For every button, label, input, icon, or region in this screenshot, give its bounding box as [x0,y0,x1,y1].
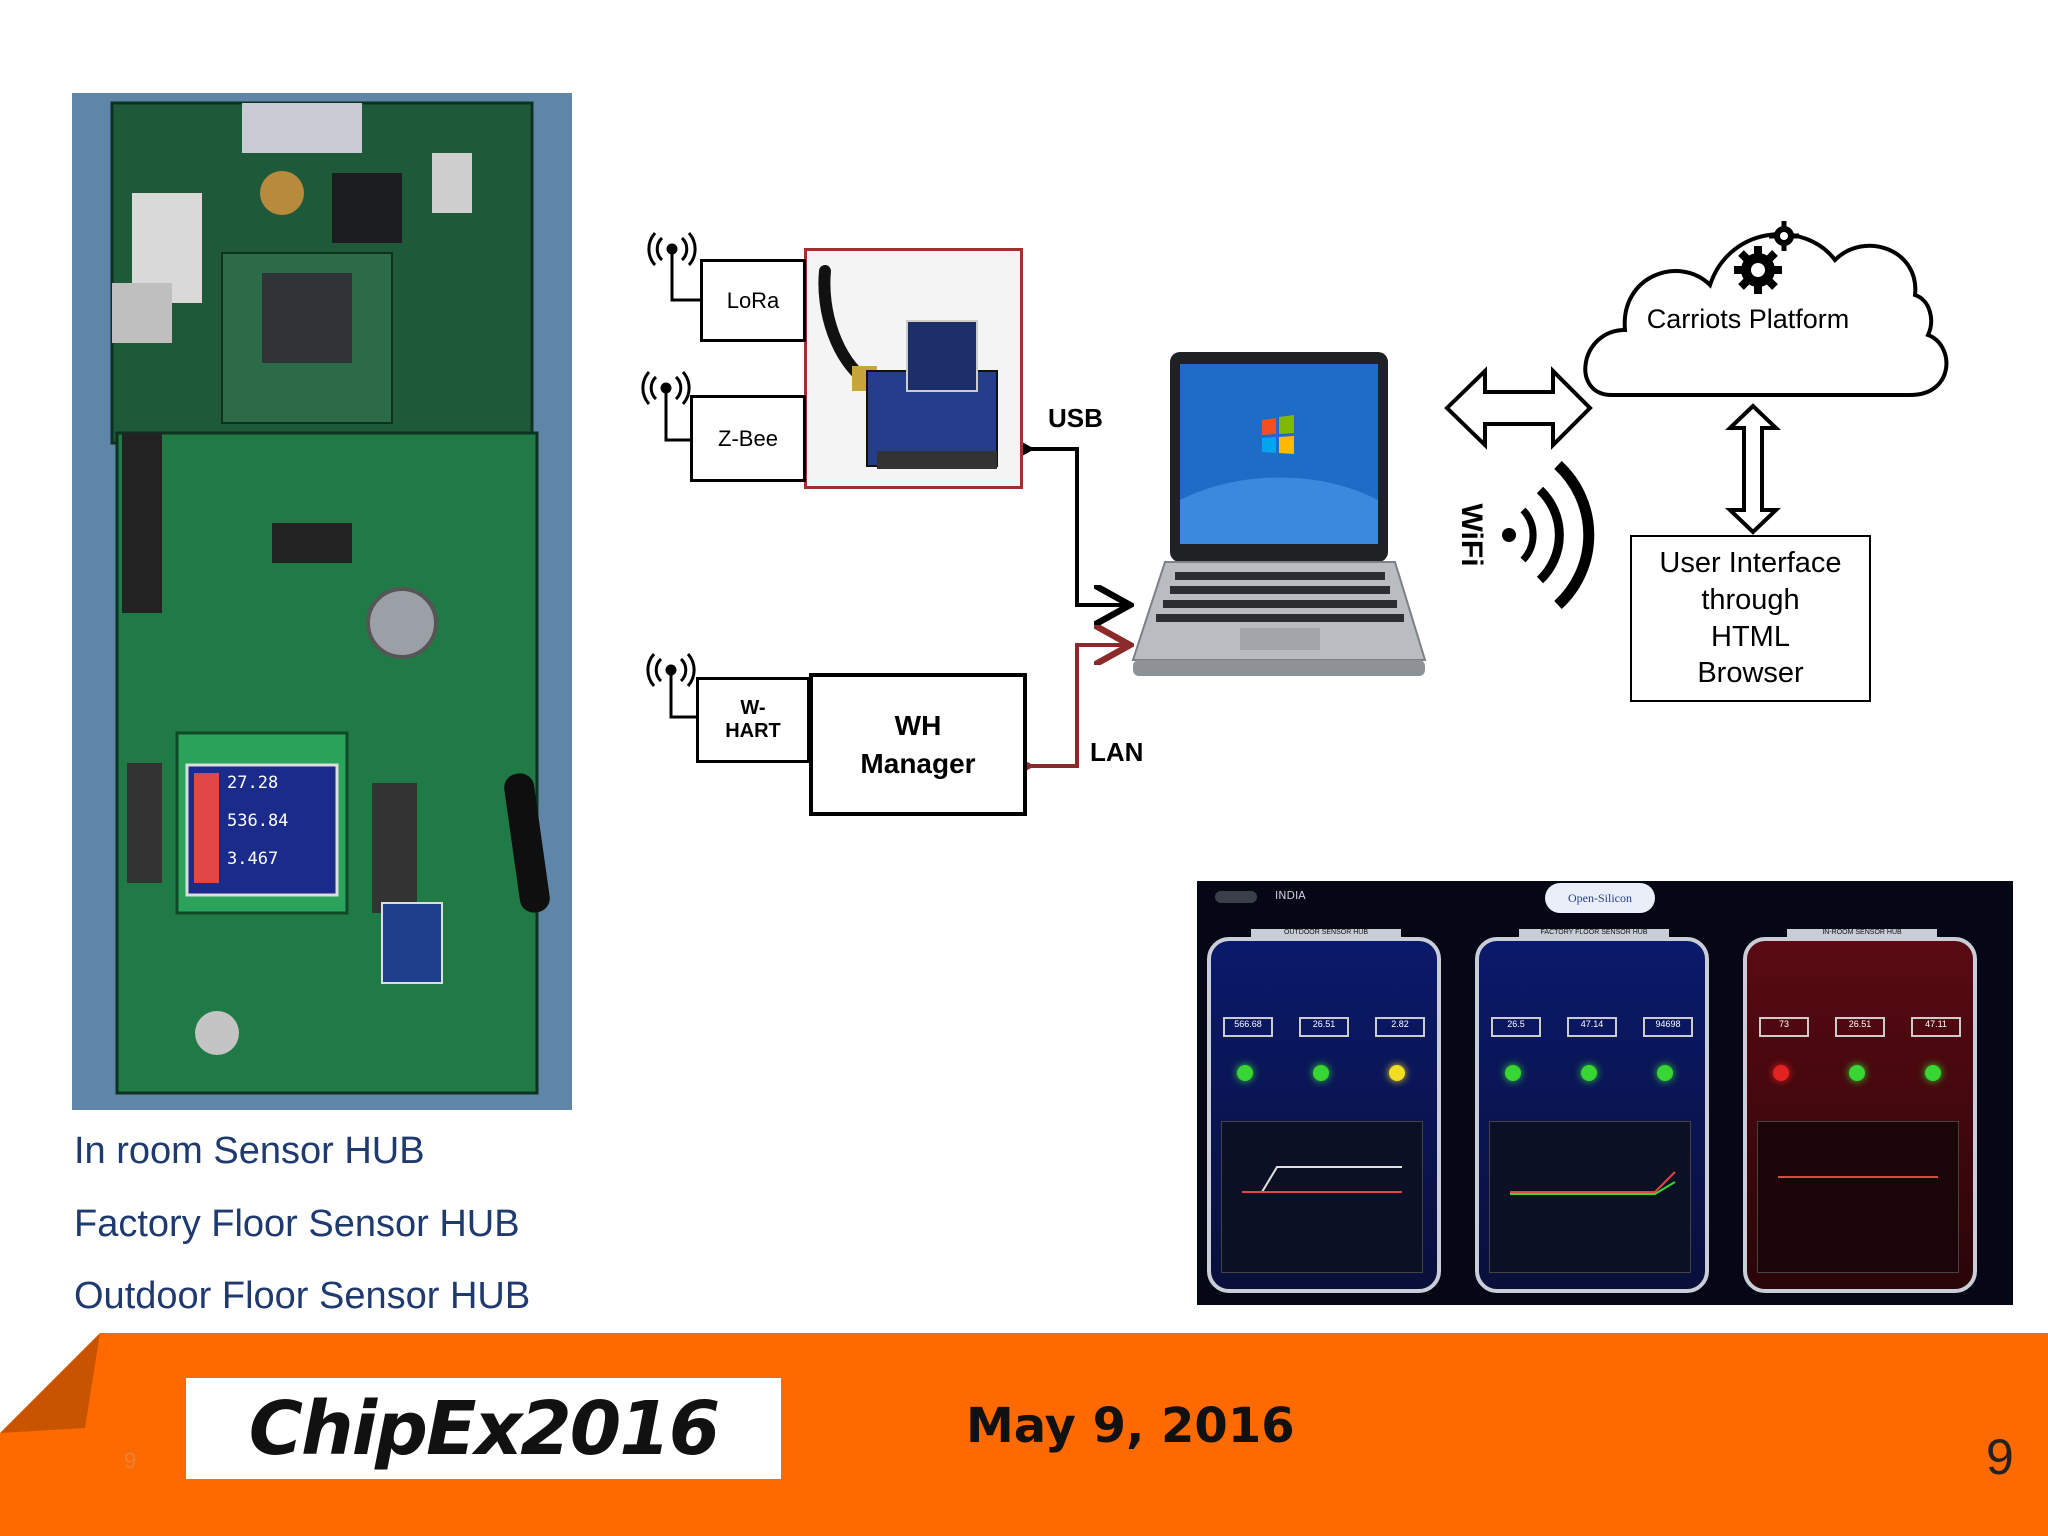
xbee-module-photo [804,248,1023,489]
caption-factory-floor-hub: Factory Floor Sensor HUB [74,1203,520,1245]
panel-title: OUTDOOR SENSOR HUB [1251,929,1401,941]
sensor-hub-board-photo: 27.28 536.84 3.467 [72,93,572,1110]
lan-label: LAN [1090,737,1144,767]
status-led [1925,1065,1941,1081]
whart-node: W- HART [696,677,810,763]
antenna-icon-whart [646,653,697,719]
panel-value: 47.11 [1911,1017,1961,1037]
xbee-illustration [807,251,1020,486]
ui-box-node: User Interface through HTML Browser [1630,535,1871,702]
panel-value: 566.68 [1223,1017,1273,1037]
panel-value: 47.14 [1567,1017,1617,1037]
diagram-connectors: WiFi [641,221,1949,1336]
laptop-cloud-double-arrow [1444,366,1593,450]
panel-value: 94698 [1643,1017,1693,1037]
status-led [1581,1065,1597,1081]
cloud-ui-double-arrow [1725,403,1781,535]
gear-icon [1734,221,1799,294]
chipex-logo: ChipEx2016 [186,1378,781,1479]
lcd-value-3: 3.467 [227,849,278,869]
caption-in-room-hub: In room Sensor HUB [74,1130,425,1172]
dashboard-screenshot: INDIA Open-Silicon OUTDOOR SENSOR HUB 56… [1197,881,2013,1305]
dashboard-panel-in-room: IN-ROOM SENSOR HUB 73 26.51 47.11 [1743,929,1977,1293]
usb-arrow [1024,449,1126,605]
panel-value: 26.51 [1835,1017,1885,1037]
footer-date: May 9, 2016 [966,1398,1295,1454]
status-led [1389,1065,1405,1081]
lan-arrow [1024,645,1126,766]
page-curl-corner [0,1333,100,1433]
status-led [1505,1065,1521,1081]
antenna-icon-zbee [641,371,691,442]
panel-value: 73 [1759,1017,1809,1037]
panel-value: 26.51 [1299,1017,1349,1037]
panel-title: FACTORY FLOOR SENSOR HUB [1519,929,1669,941]
panel-line-chart [1221,1121,1423,1273]
caption-outdoor-floor-hub: Outdoor Floor Sensor HUB [74,1275,531,1317]
lora-node: LoRa [700,259,806,342]
panel-value: 2.82 [1375,1017,1425,1037]
dashboard-brand: Open-Silicon [1545,883,1655,913]
panel-line-chart [1489,1121,1691,1273]
status-led [1237,1065,1253,1081]
status-led [1849,1065,1865,1081]
status-led [1313,1065,1329,1081]
wifi-label: WiFi [1455,503,1488,566]
dashboard-panel-outdoor: OUTDOOR SENSOR HUB 566.68 26.51 2.82 [1207,929,1441,1293]
usb-label: USB [1048,403,1103,433]
lcd-value-2: 536.84 [227,811,288,831]
panel-line-chart [1757,1121,1959,1273]
footer-page-small: 9 [124,1448,137,1473]
cloud-shape [1583,232,1949,397]
antenna-icon-lora [647,232,700,302]
dashboard-toggle [1215,891,1257,903]
lcd-value-1: 27.28 [227,773,278,793]
dashboard-tab: INDIA [1275,889,1306,902]
dashboard-panel-factory: FACTORY FLOOR SENSOR HUB 26.5 47.14 9469… [1475,929,1709,1293]
chipex-logo-text: ChipEx2016 [248,1385,721,1472]
footer-page-number: 9 [1986,1429,2014,1485]
laptop-image [1131,352,1427,676]
status-led [1773,1065,1789,1081]
wh-manager-node: WH Manager [809,673,1027,816]
panel-title: IN-ROOM SENSOR HUB [1787,929,1937,941]
status-led [1657,1065,1673,1081]
wifi-icon: WiFi [1455,460,1595,610]
cloud-label: Carriots Platform [1646,304,1850,334]
board-illustration: 27.28 536.84 3.467 [72,93,572,1110]
panel-value: 26.5 [1491,1017,1541,1037]
zbee-node: Z-Bee [690,395,806,482]
